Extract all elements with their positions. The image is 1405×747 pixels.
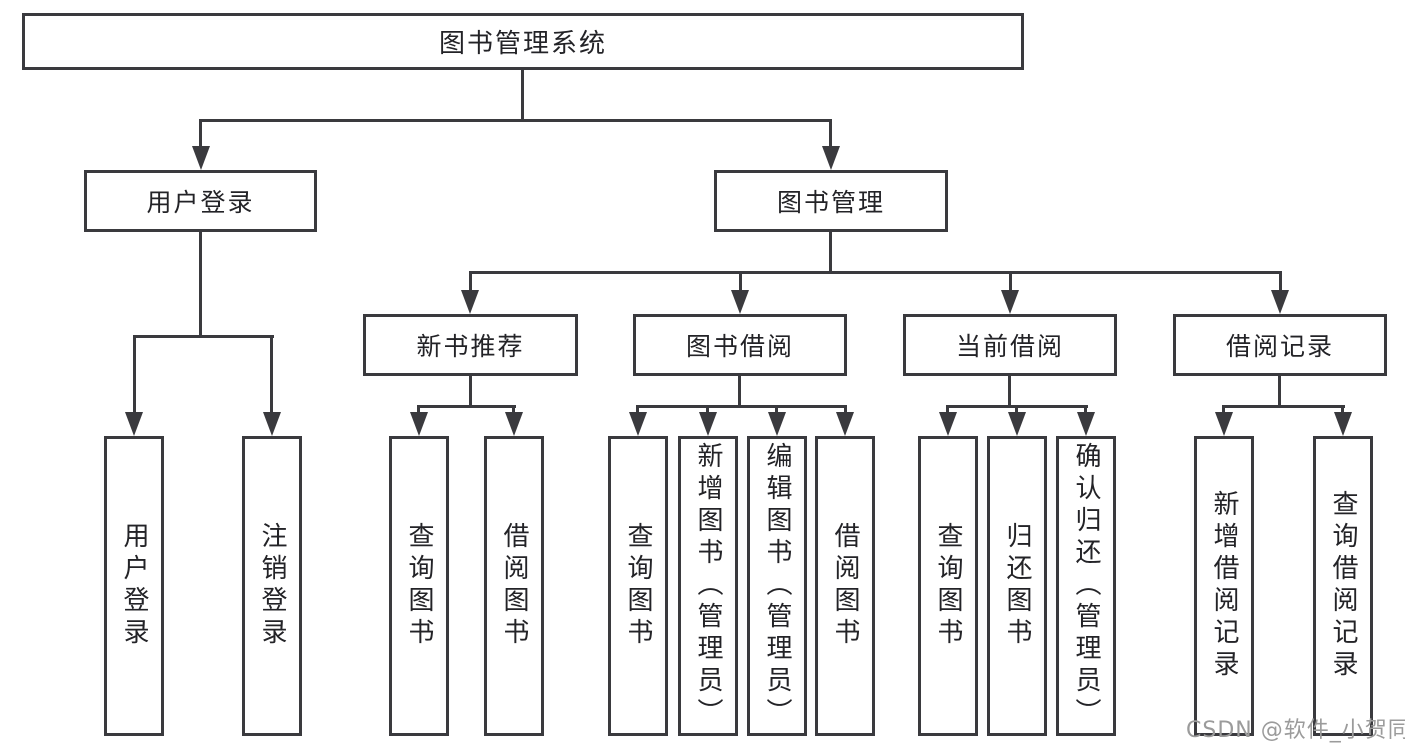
connector-line: [1279, 271, 1282, 292]
leaf-query-books-borrowing: 查询图书: [608, 436, 668, 736]
connector-line: [775, 405, 778, 414]
arrowhead-icon: [1001, 290, 1019, 314]
leaf-borrow-books-recommend: 借阅图书: [484, 436, 544, 736]
node-book-borrowing: 图书借阅: [633, 314, 847, 376]
connector-line: [1009, 271, 1012, 292]
connector-line: [636, 405, 639, 414]
arrowhead-icon: [461, 290, 479, 314]
arrowhead-icon: [939, 412, 957, 436]
connector-line: [829, 232, 832, 273]
arrowhead-icon: [1215, 412, 1233, 436]
connector-line: [270, 335, 273, 414]
connector-line: [417, 405, 516, 408]
connector-line: [1015, 405, 1018, 414]
connector-line: [521, 70, 524, 122]
leaf-return-book: 归还图书: [987, 436, 1047, 736]
arrowhead-icon: [822, 146, 840, 170]
node-book-management: 图书管理: [714, 170, 948, 232]
connector-line: [199, 119, 202, 148]
watermark: CSDN @软件_小贺同学: [1186, 718, 1405, 743]
connector-line: [469, 271, 1282, 274]
connector-line: [199, 232, 202, 337]
connector-line: [133, 335, 136, 414]
node-borrowing-records: 借阅记录: [1173, 314, 1387, 376]
connector-line: [946, 405, 949, 414]
connector-line: [706, 405, 709, 414]
arrowhead-icon: [699, 412, 717, 436]
leaf-logout: 注销登录: [242, 436, 302, 736]
connector-line: [469, 271, 472, 292]
arrowhead-icon: [505, 412, 523, 436]
connector-line: [133, 335, 274, 338]
arrowhead-icon: [1334, 412, 1352, 436]
connector-line: [738, 376, 741, 407]
arrowhead-icon: [836, 412, 854, 436]
connector-line: [844, 405, 847, 414]
connector-line: [637, 405, 847, 408]
node-library-management-system: 图书管理系统: [22, 13, 1024, 70]
connector-line: [199, 119, 832, 122]
leaf-query-books-recommend: 查询图书: [389, 436, 449, 736]
leaf-confirm-return-admin: 确认归还（管理员）: [1056, 436, 1116, 736]
arrowhead-icon: [410, 412, 428, 436]
connector-line: [1222, 405, 1225, 414]
arrowhead-icon: [1077, 412, 1095, 436]
arrowhead-icon: [125, 412, 143, 436]
connector-line: [1084, 405, 1087, 414]
node-user-login: 用户登录: [84, 170, 317, 232]
leaf-query-borrow-record: 查询借阅记录: [1313, 436, 1373, 736]
connector-line: [1341, 405, 1344, 414]
connector-line: [469, 376, 472, 407]
connector-line: [829, 119, 832, 148]
connector-line: [1222, 405, 1345, 408]
arrowhead-icon: [192, 146, 210, 170]
arrowhead-icon: [1008, 412, 1026, 436]
leaf-borrow-books: 借阅图书: [815, 436, 875, 736]
leaf-add-borrow-record: 新增借阅记录: [1194, 436, 1254, 736]
arrowhead-icon: [731, 290, 749, 314]
leaf-query-books-current: 查询图书: [918, 436, 978, 736]
connector-line: [417, 405, 420, 414]
arrowhead-icon: [768, 412, 786, 436]
node-current-borrowing: 当前借阅: [903, 314, 1117, 376]
arrowhead-icon: [1271, 290, 1289, 314]
arrowhead-icon: [629, 412, 647, 436]
connector-line: [1008, 376, 1011, 407]
leaf-edit-book-admin: 编辑图书（管理员）: [747, 436, 807, 736]
arrowhead-icon: [263, 412, 281, 436]
leaf-add-book-admin: 新增图书（管理员）: [678, 436, 738, 736]
node-new-book-recommendation: 新书推荐: [363, 314, 578, 376]
connector-line: [512, 405, 515, 414]
leaf-user-login: 用户登录: [104, 436, 164, 736]
connector-line: [739, 271, 742, 292]
connector-line: [1278, 376, 1281, 407]
